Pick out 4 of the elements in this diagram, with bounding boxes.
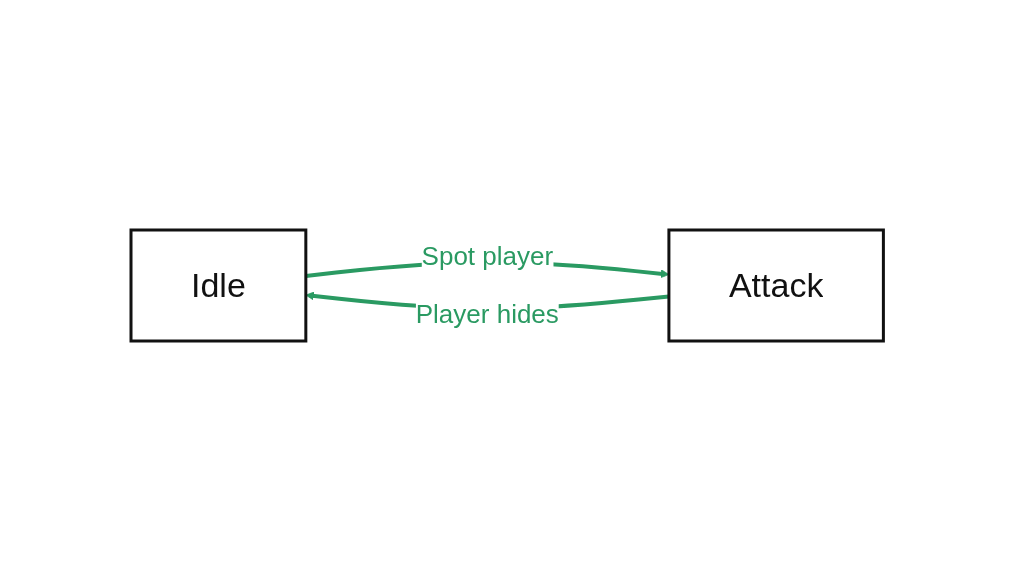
edge-label: Spot player: [421, 240, 553, 271]
node-box: Idle: [129, 228, 308, 343]
node-box: Attack: [667, 228, 885, 343]
edge-label: Player hides: [415, 299, 559, 330]
